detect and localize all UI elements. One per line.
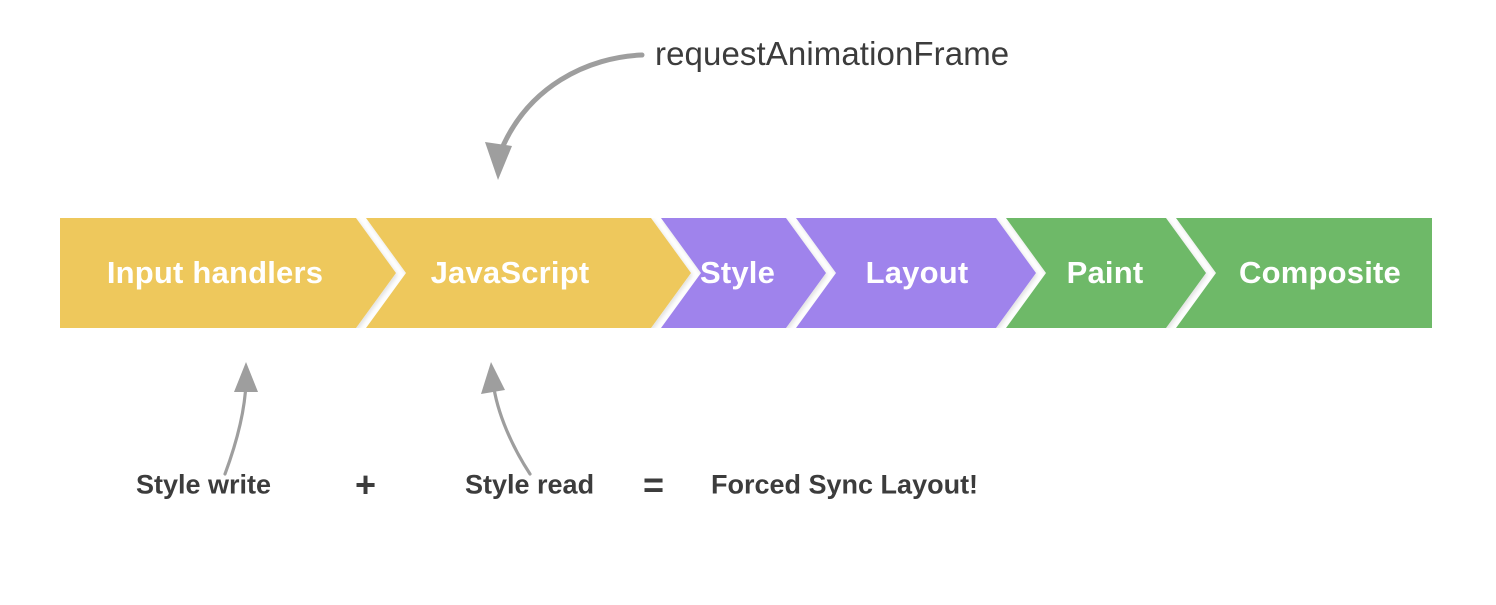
rendering-pipeline-bar bbox=[60, 218, 1432, 328]
equals-operator: = bbox=[643, 464, 665, 505]
forced-sync-layout-label: Forced Sync Layout! bbox=[711, 469, 979, 500]
style-write-label: Style write bbox=[136, 469, 272, 500]
plus-operator: + bbox=[355, 464, 377, 505]
request-animation-frame-label: requestAnimationFrame bbox=[655, 35, 1010, 72]
request-animation-frame-arrow-icon bbox=[485, 52, 645, 180]
style-write-arrow-icon bbox=[223, 362, 258, 476]
style-read-arrow-icon bbox=[481, 362, 532, 476]
style-read-label: Style read bbox=[465, 469, 595, 500]
